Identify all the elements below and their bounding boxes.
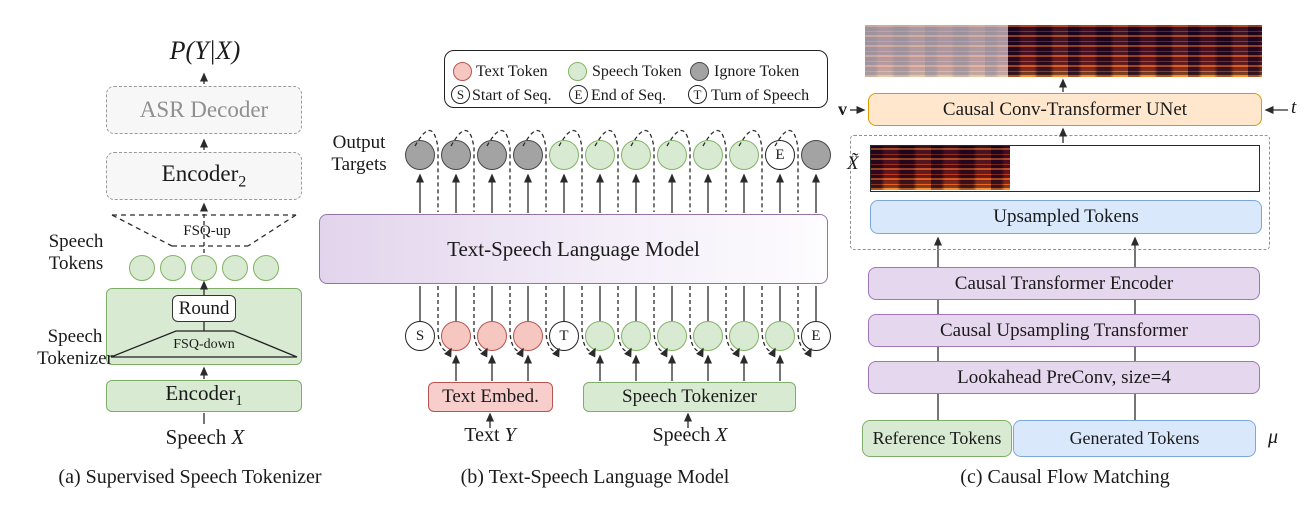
speech-token-circle <box>222 255 248 281</box>
encoder1-label: Encoder1 <box>165 381 243 410</box>
speech-token-circle <box>693 140 723 170</box>
fsq-up-label: FSQ-up <box>181 223 233 240</box>
text-token-legend: Text Token <box>476 63 548 80</box>
encoder2-box: Encoder2 <box>106 152 302 200</box>
language-model-box: Text-Speech Language Model <box>319 214 828 284</box>
end-legend: End of Seq. <box>591 87 667 104</box>
token-t-circle: T <box>549 321 579 351</box>
speech-token-circle <box>585 321 615 351</box>
ignore-token-legend: Ignore Token <box>714 63 800 80</box>
output-targets-label: Output Targets <box>331 132 387 175</box>
speech-token-circle <box>191 255 217 281</box>
text-token-circle <box>477 321 507 351</box>
ignore-token-circle <box>441 140 471 170</box>
speech-token-circle <box>549 140 579 170</box>
text-token-circle <box>441 321 471 351</box>
ignore-token-circle <box>513 140 543 170</box>
ignore-token-swatch <box>690 62 709 81</box>
text-embed-box: Text Embed. <box>428 382 553 412</box>
speech-tokenizer-label: Speech Tokenizer <box>37 326 113 369</box>
speech-token-circle <box>160 255 186 281</box>
speech-tokens-label: Speech Tokens <box>48 231 104 274</box>
masked-blank-part <box>1010 146 1259 191</box>
speech-tokenizer-box-b: Speech Tokenizer <box>583 382 796 412</box>
turn-symbol: T <box>688 85 707 104</box>
unet-box: Causal Conv-Transformer UNet <box>868 93 1262 126</box>
caption-a: (a) Supervised Speech Tokenizer <box>58 466 322 488</box>
caption-c: (c) Causal Flow Matching <box>960 466 1170 488</box>
end-symbol: E <box>569 85 588 104</box>
reference-spectrogram-part <box>871 146 1010 190</box>
token-e-circle: E <box>801 321 831 351</box>
start-legend: Start of Seq. <box>472 87 552 104</box>
encoder1-box: Encoder1 <box>106 380 302 412</box>
speech-input-label-b: Speech X <box>652 424 728 446</box>
generated-tokens-box: Generated Tokens <box>1013 420 1256 457</box>
turn-legend: Turn of Speech <box>711 87 810 104</box>
ignore-token-circle <box>405 140 435 170</box>
partial-spectrogram <box>870 145 1260 192</box>
speech-token-legend: Speech Token <box>592 63 682 80</box>
x-tilde-label: X̃ <box>847 153 859 174</box>
speech-token-circle <box>585 140 615 170</box>
speech-token-circle <box>765 321 795 351</box>
speech-token-circle <box>621 140 651 170</box>
ignore-token-circle <box>477 140 507 170</box>
speech-token-circle <box>253 255 279 281</box>
speech-token-circle <box>129 255 155 281</box>
round-box: Round <box>172 295 236 322</box>
causal-transformer-encoder-box: Causal Transformer Encoder <box>868 267 1260 300</box>
token-s-circle: S <box>405 321 435 351</box>
t-label: t <box>1291 97 1297 118</box>
speech-token-circle <box>657 321 687 351</box>
speech-input-label: Speech X <box>165 425 245 449</box>
caption-b: (b) Text-Speech Language Model <box>460 466 730 488</box>
speech-token-circle <box>693 321 723 351</box>
text-token-swatch <box>453 62 472 81</box>
spectrogram-generated-part <box>1008 25 1262 77</box>
speech-token-swatch <box>568 62 587 81</box>
text-token-circle <box>513 321 543 351</box>
text-input-label: Text Y <box>464 424 516 446</box>
speech-token-circle <box>729 321 759 351</box>
reference-tokens-box: Reference Tokens <box>862 420 1012 457</box>
speech-token-circle <box>729 140 759 170</box>
ignore-token-circle <box>801 140 831 170</box>
lookahead-preconv-box: Lookahead PreConv, size=4 <box>868 361 1260 394</box>
upsampled-tokens-box: Upsampled Tokens <box>870 200 1262 234</box>
mu-label: μ <box>1268 426 1279 448</box>
prob-label: P(Y|X) <box>169 36 241 65</box>
speech-token-row <box>129 255 279 281</box>
output-spectrogram <box>865 25 1262 77</box>
output-token-row: E <box>405 140 831 170</box>
spectrogram-faded-part <box>865 25 1008 77</box>
speech-token-circle <box>621 321 651 351</box>
token-e-circle: E <box>765 140 795 170</box>
v-label: v <box>838 99 847 119</box>
fsq-down-label: FSQ-down <box>173 337 235 352</box>
speech-token-circle <box>657 140 687 170</box>
asr-decoder-box: ASR Decoder <box>106 86 302 134</box>
legend-box: Text Token Speech Token Ignore Token S S… <box>444 50 828 108</box>
encoder2-label: Encoder2 <box>161 160 247 191</box>
start-symbol: S <box>451 85 470 104</box>
causal-upsampling-transformer-box: Causal Upsampling Transformer <box>868 314 1260 347</box>
